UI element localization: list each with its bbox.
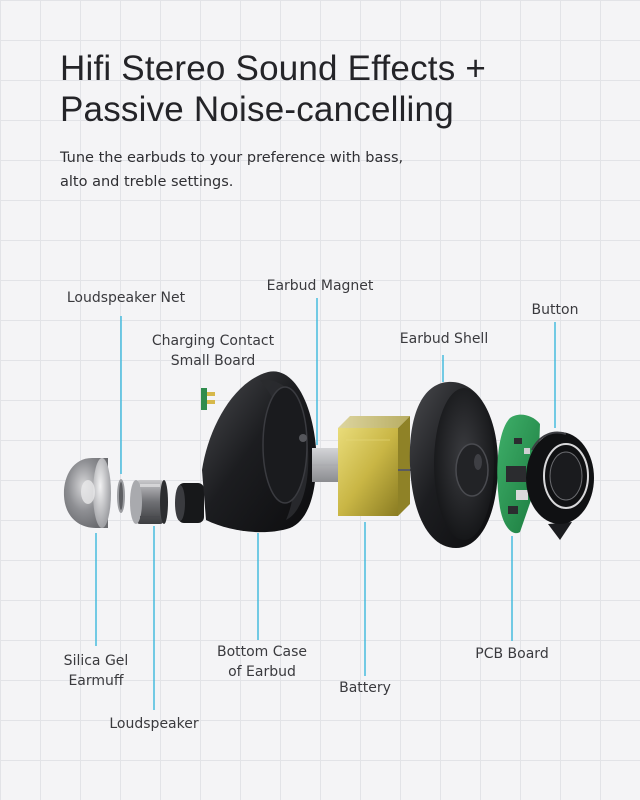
label-silica-gel-earmuff: Silica Gel Earmuff bbox=[64, 651, 129, 691]
battery bbox=[338, 416, 410, 516]
bottom-case bbox=[175, 371, 317, 533]
leader-lines bbox=[95, 298, 556, 710]
label-earbud-shell: Earbud Shell bbox=[399, 331, 489, 347]
label-button: Button bbox=[531, 302, 579, 318]
label-charging-contact-line-1: Charging Contact bbox=[151, 333, 275, 349]
subtitle-line-1: Tune the earbuds to your preference with… bbox=[60, 150, 404, 166]
silica-gel-earmuff bbox=[63, 458, 111, 528]
label-bottom-case-line-2: of Earbud bbox=[228, 664, 296, 680]
earbud-shell bbox=[398, 381, 498, 548]
label-silica-gel-line-1: Silica Gel bbox=[63, 653, 129, 669]
label-charging-contact: Charging Contact Small Board bbox=[152, 331, 274, 371]
page-title: Hifi Stereo Sound Effects + Passive Nois… bbox=[60, 48, 486, 130]
label-charging-contact-line-2: Small Board bbox=[170, 353, 256, 369]
loudspeaker-net bbox=[117, 479, 125, 513]
button-part bbox=[526, 431, 594, 540]
label-battery: Battery bbox=[339, 680, 391, 696]
title-line-1: Hifi Stereo Sound Effects + bbox=[60, 49, 486, 88]
label-earbud-magnet: Earbud Magnet bbox=[266, 278, 374, 294]
label-silica-gel-line-2: Earmuff bbox=[68, 673, 124, 689]
label-loudspeaker-net: Loudspeaker Net bbox=[66, 290, 186, 306]
label-pcb-board: PCB Board bbox=[475, 646, 549, 662]
loudspeaker bbox=[130, 480, 168, 524]
label-bottom-case: Bottom Case of Earbud bbox=[217, 642, 307, 682]
label-loudspeaker: Loudspeaker bbox=[109, 716, 199, 732]
title-line-2: Passive Noise-cancelling bbox=[60, 90, 454, 129]
label-bottom-case-line-1: Bottom Case bbox=[216, 644, 308, 660]
pcb-board bbox=[497, 414, 540, 534]
page-subtitle: Tune the earbuds to your preference with… bbox=[60, 146, 403, 194]
subtitle-line-2: alto and treble settings. bbox=[60, 174, 234, 190]
charging-contact-board bbox=[201, 388, 215, 410]
